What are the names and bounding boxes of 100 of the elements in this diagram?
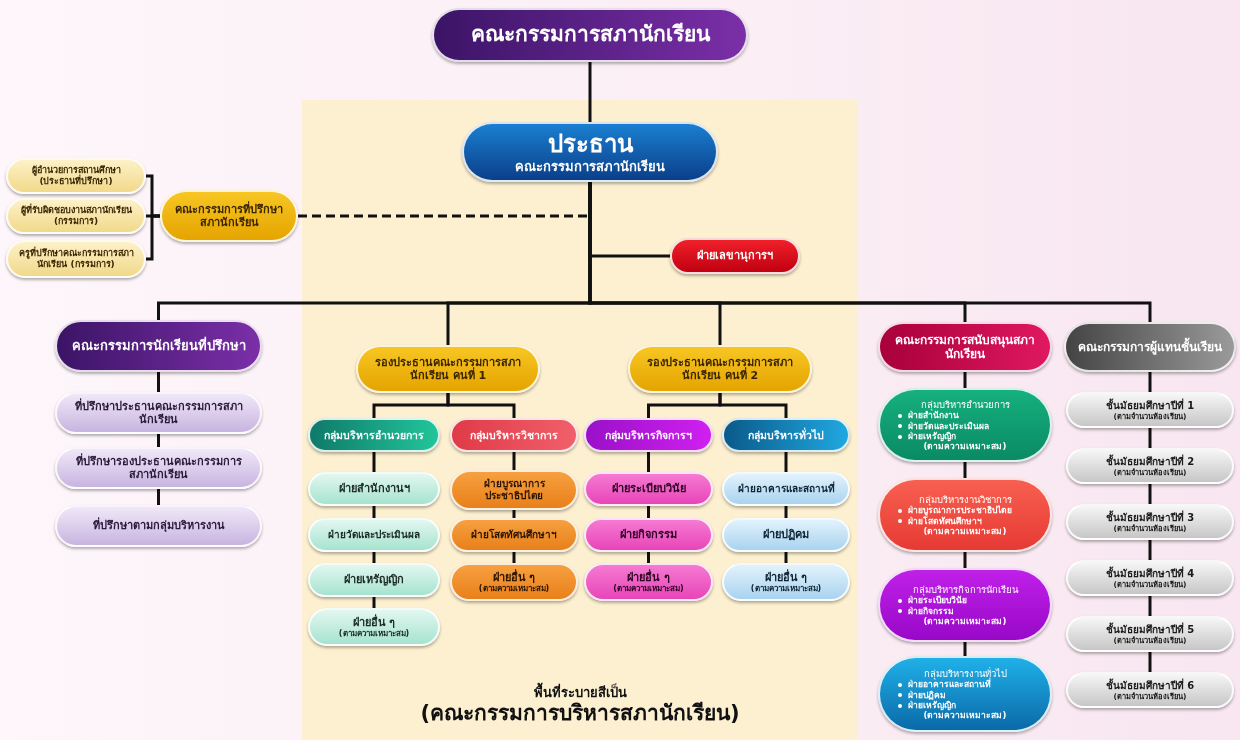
connector-line — [1148, 372, 1152, 392]
connector-line — [146, 214, 160, 261]
org-box — [584, 518, 713, 552]
node-subtitle: คณะกรรมการสภานักเรียน — [515, 158, 665, 175]
org-box — [722, 472, 850, 506]
org-box — [1066, 392, 1234, 428]
list-item: ฝ่ายเหรัญญิก — [896, 430, 1034, 441]
org-box — [450, 563, 578, 601]
node-title: คณะกรรมการนักเรียนที่ปรึกษา — [71, 338, 246, 354]
group-panel — [878, 568, 1052, 642]
org-box — [584, 418, 713, 452]
node-title: ชั้นมัธยมศึกษาปีที่ 5 — [1105, 623, 1195, 636]
node-subtitle: (ตามความเหมาะสม) — [478, 583, 550, 594]
connector-line — [1148, 428, 1152, 448]
connector-line — [157, 434, 160, 447]
org-box — [628, 345, 812, 393]
node-title: ที่ปรึกษารองประธานคณะกรรมการสภานักเรียน — [74, 454, 243, 482]
group-title: กลุ่มบริหารกิจการนักเรียน — [912, 584, 1019, 596]
node-title: ประธาน — [547, 129, 633, 159]
node-title: ฝ่ายกิจกรรม — [620, 528, 677, 542]
node-title: คณะกรรมการที่ปรึกษาสภานักเรียน — [174, 202, 284, 230]
list-item: ฝ่ายโสตทัศนศึกษาฯ — [896, 515, 1034, 526]
connector-line — [1148, 596, 1152, 616]
org-box — [722, 563, 850, 601]
org-box — [55, 320, 262, 372]
node-title: ฝ่ายโสตทัศนศึกษาฯ — [471, 529, 557, 541]
node-title: ที่ปรึกษาตามกลุ่มบริหารงาน — [92, 519, 225, 533]
node-subtitle: (ตามความเหมาะสม) — [338, 628, 410, 639]
list-item: ฝ่ายสำนักงาน — [896, 410, 1034, 421]
org-box — [1066, 448, 1234, 484]
list-item: ฝ่ายอาคารและสถานที่ — [896, 679, 1034, 690]
node-title: ที่ปรึกษาประธานคณะกรรมการสภานักเรียน — [73, 399, 244, 427]
group-title: กลุ่มบริหารงานทั่วไป — [923, 667, 1008, 680]
note-text: (ตามความเหมาะสม) — [923, 440, 1008, 452]
org-box — [55, 392, 262, 434]
note-text: (ตามความเหมาะสม) — [922, 615, 1008, 626]
group-title: กลุ่มบริหารอำนวยการ — [920, 398, 1011, 411]
org-box — [308, 472, 440, 506]
org-box — [722, 418, 850, 452]
node-title: กลุ่มบริหารทั่วไป — [748, 428, 824, 442]
list-item: ฝ่ายวัดและประเมินผล — [896, 420, 1034, 431]
org-box — [878, 322, 1052, 372]
connector-line — [647, 452, 650, 472]
node-title: คณะกรรมการสนับสนุนสภานักเรียน — [894, 332, 1036, 362]
list-item: ฝ่ายกิจกรรม — [896, 605, 1034, 616]
org-box — [1066, 672, 1234, 708]
org-box — [584, 563, 713, 601]
org-box — [308, 418, 440, 452]
node-title: ฝ่ายปฏิคม — [763, 528, 809, 542]
area-title: (คณะกรรมการบริหารสภานักเรียน) — [420, 700, 740, 726]
node-title: ชั้นมัธยมศึกษาปีที่ 6 — [1105, 679, 1195, 692]
org-box — [432, 8, 748, 62]
node-title: ชั้นมัธยมศึกษาปีที่ 2 — [1105, 455, 1195, 468]
connector-line — [784, 452, 788, 472]
org-box — [308, 563, 440, 597]
connector-line — [512, 552, 516, 563]
connector-line — [647, 552, 650, 563]
connector-line — [963, 462, 967, 478]
node-title: คณะกรรมการสภานักเรียน — [470, 22, 710, 48]
node-title: ฝ่ายอื่น ๆ — [764, 570, 808, 584]
node-title: ฝ่ายเลขานุการฯ — [697, 249, 773, 263]
node-title: ชั้นมัธยมศึกษาปีที่ 4 — [1105, 567, 1195, 580]
org-box — [6, 158, 146, 194]
node-title: ฝ่ายสำนักงานฯ — [338, 482, 410, 496]
node-title: คณะกรรมการผู้แทนชั้นเรียน — [1078, 339, 1222, 355]
connector-line — [1148, 540, 1152, 560]
list-item: ฝ่ายระเบียบวินัย — [896, 595, 1034, 606]
connector-line — [157, 372, 160, 392]
node-title: ฝ่ายเหรัญญิก — [344, 573, 404, 587]
connector-line — [718, 393, 788, 418]
list-item: ฝ่ายบูรณาการประชาธิปไตย — [896, 505, 1034, 516]
note-text: (ตามความเหมาะสม) — [922, 525, 1008, 536]
org-box — [308, 608, 440, 646]
connector-line — [963, 552, 967, 568]
list-item: ฝ่ายปฏิคม — [896, 689, 1034, 700]
connector-line — [512, 510, 516, 518]
connector-line — [1148, 484, 1152, 504]
org-box — [450, 418, 578, 452]
org-box — [584, 472, 713, 506]
note-text: (ตามความเหมาะสม) — [923, 709, 1008, 721]
node-title: ฝ่ายบูรณาการประชาธิปไตย — [482, 478, 546, 502]
connector-line — [372, 597, 376, 608]
node-title: ครูที่ปรึกษาคณะกรรมการสภานักเรียน (กรรมการ) — [18, 248, 134, 270]
node-subtitle: (ตามความเหมาะสม) — [750, 583, 822, 594]
node-title: รองประธานคณะกรรมการสภานักเรียน คนที่ 2 — [646, 355, 794, 383]
org-box — [55, 447, 262, 489]
node-title: กลุ่มบริหารกิจการฯ — [605, 428, 692, 442]
connector-line — [588, 62, 592, 122]
org-box — [6, 198, 146, 234]
node-title: กลุ่มบริหารวิชาการ — [470, 428, 558, 442]
org-box — [356, 345, 540, 393]
org-box — [1066, 616, 1234, 652]
node-title: ผู้ที่รับผิดชอบงานสภานักเรียน (กรรมการ) — [19, 205, 133, 227]
connector-line — [647, 506, 650, 518]
connector-line — [784, 506, 788, 518]
group-panel — [878, 656, 1052, 732]
org-box — [450, 518, 578, 552]
connector-line — [512, 452, 516, 470]
node-title: กลุ่มบริหารอำนวยการ — [324, 428, 424, 442]
connector-line — [446, 393, 516, 418]
